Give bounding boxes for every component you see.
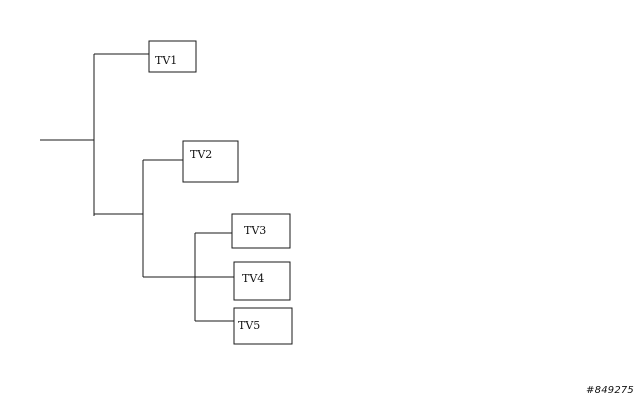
node-tv5-box (233, 307, 293, 345)
node-tv3-label: TV3 (244, 224, 266, 237)
node-tv2: TV2 (182, 140, 239, 183)
node-tv2-box (182, 140, 239, 183)
node-tv5: TV5 (233, 307, 293, 345)
node-tv4: TV4 (233, 261, 291, 301)
node-tv3: TV3 (231, 213, 291, 249)
node-tv2-label: TV2 (190, 148, 212, 161)
node-tv1: TV1 (148, 40, 197, 73)
node-tv4-box (233, 261, 291, 301)
node-tv1-label: TV1 (155, 54, 177, 67)
node-tv3-box (231, 213, 291, 249)
node-tv5-label: TV5 (238, 319, 260, 332)
node-tv1-box (148, 40, 197, 73)
node-tv4-label: TV4 (242, 272, 264, 285)
catalog-id-label: #849275 (586, 385, 634, 396)
connector-lines (40, 53, 234, 322)
